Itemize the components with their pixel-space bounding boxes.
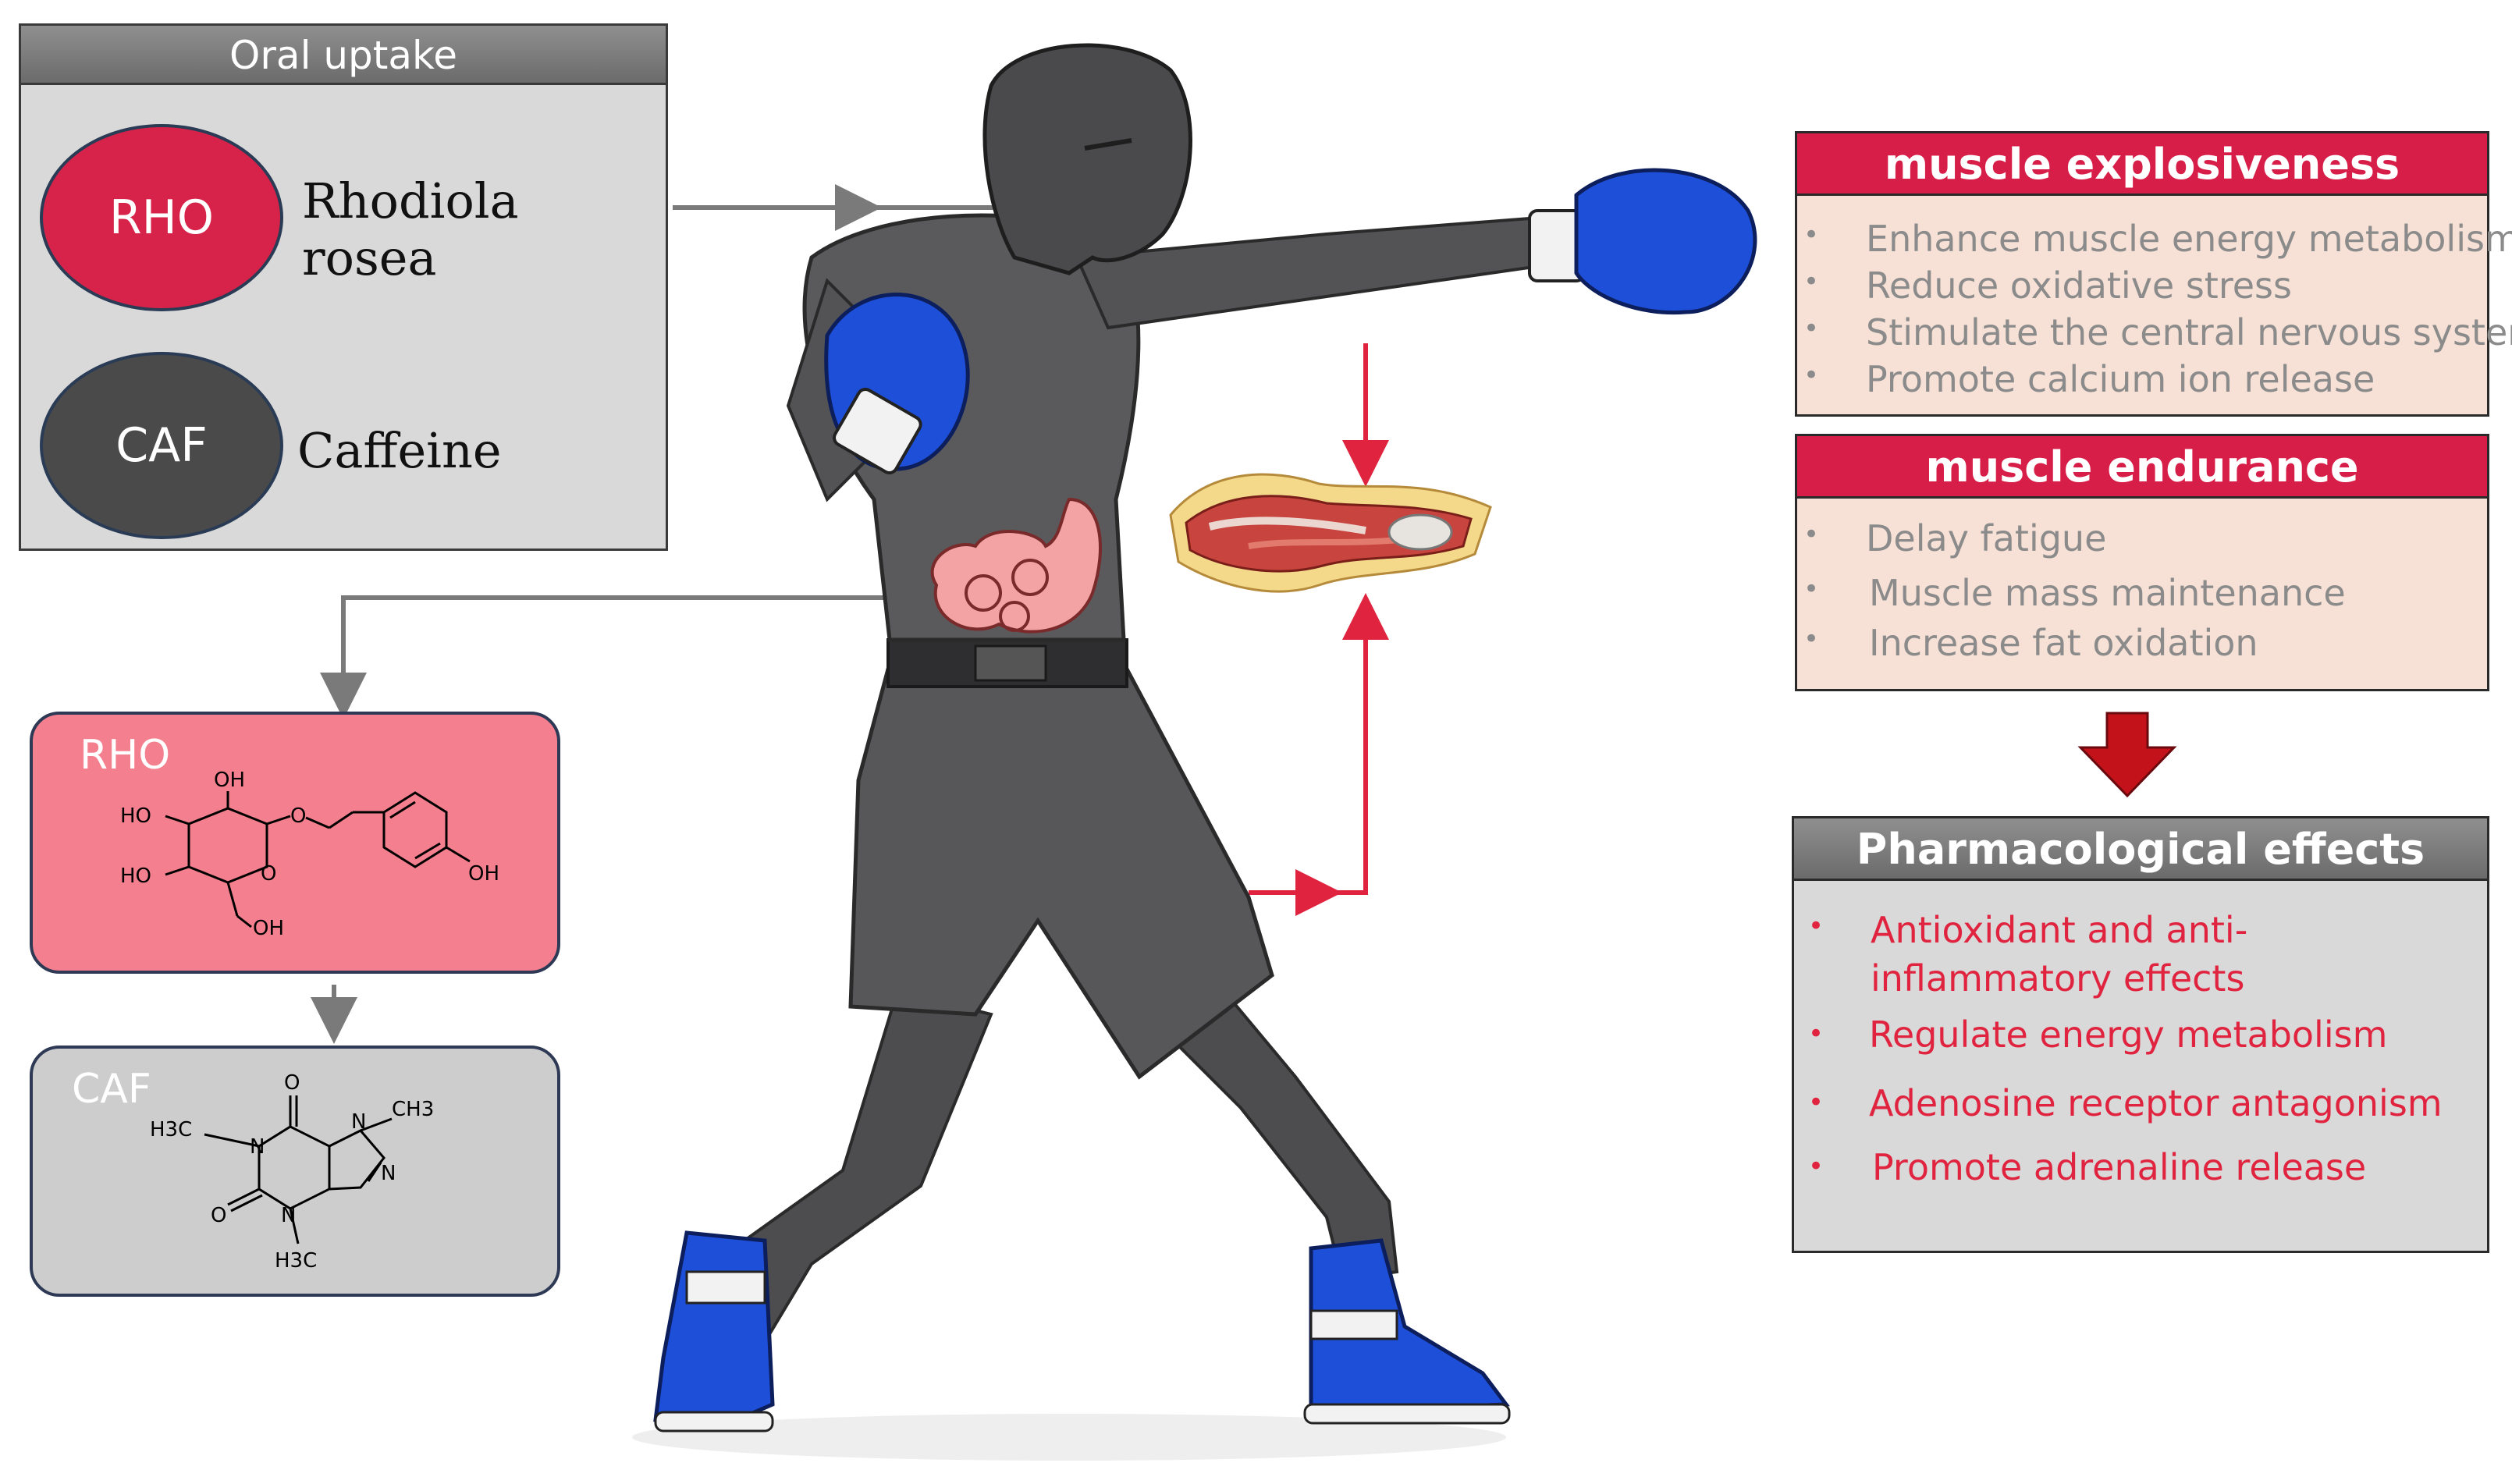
endurance-item: Muscle mass maintenance (1869, 572, 2346, 614)
bullet-icon: • (1808, 1018, 1824, 1049)
bullet-icon: • (1803, 623, 1820, 655)
muscle-explosiveness-panel: muscle explosiveness • Enhance muscle en… (1795, 131, 2512, 417)
intestine-icon (930, 497, 1102, 634)
muscle-endurance-title: muscle endurance (1797, 436, 2487, 499)
rho-atom-ring-o: O (261, 862, 276, 886)
rho-atom-phenol-oh: OH (468, 862, 499, 886)
caf-atom-n7: N (351, 1110, 366, 1134)
salidroside-structure: OH HO HO O OH O OH (120, 769, 499, 940)
bullet-icon: • (1803, 519, 1820, 550)
muscle-icon (1169, 473, 1492, 593)
arrow-gut-to-rho (320, 595, 913, 719)
explosiveness-item: Enhance muscle energy metabolism (1866, 218, 2512, 260)
rho-oval: RHO (40, 124, 283, 311)
caf-atom-n1: N (250, 1135, 265, 1159)
caf-atom-n9: N (381, 1162, 396, 1185)
explosiveness-item: Promote calcium ion release (1866, 358, 2375, 400)
down-arrow-icon (2077, 712, 2177, 798)
rho-atom-ether-o: O (290, 804, 306, 828)
explosiveness-item: Reduce oxidative stress (1866, 264, 2292, 307)
effect-item: Antioxidant and anti-inflammatory effect… (1871, 909, 2248, 999)
caf-oval: CAF (40, 352, 283, 539)
rho-atom-ho-2: HO (120, 864, 151, 888)
rhodiola-rosea-label: Rhodiola rosea (302, 172, 519, 286)
explosiveness-item: Stimulate the central nervous system (1866, 311, 2512, 353)
bullet-icon: • (1803, 313, 1820, 344)
effect-item: Regulate energy metabolism (1869, 1014, 2388, 1056)
guard-glove-icon (824, 293, 970, 474)
effect-item: Adenosine receptor antagonism (1869, 1082, 2443, 1124)
muscle-endurance-panel: muscle endurance • Delay fatigue • Muscl… (1795, 434, 2489, 691)
caf-atom-o-top: O (284, 1071, 300, 1095)
rho-atom-ho-1: HO (120, 804, 151, 828)
oral-uptake-title: Oral uptake (21, 26, 666, 85)
caf-structure-box: CAF O O N N N N H3C CH3 H3C (30, 1046, 560, 1297)
caf-atom-ch3-right: CH3 (392, 1098, 434, 1121)
caf-atom-ch3-bottom: H3C (275, 1249, 317, 1273)
bullet-icon: • (1803, 573, 1820, 605)
effect-item: Promote adrenaline release (1872, 1146, 2367, 1188)
bullet-icon: • (1803, 266, 1820, 297)
caffeine-structure: O O N N N N H3C CH3 H3C (150, 1071, 434, 1273)
bullet-icon: • (1808, 1087, 1824, 1118)
pharmacological-effects-title: Pharmacological effects (1794, 818, 2487, 881)
caf-atom-ch3-left: H3C (150, 1118, 192, 1141)
rho-atom-oh-top: OH (214, 769, 245, 792)
endurance-item: Delay fatigue (1866, 517, 2107, 559)
rho-structure-box: RHO OH HO HO O OH O OH (30, 712, 560, 974)
bullet-icon: • (1803, 360, 1820, 391)
rho-atom-oh-bottom: OH (253, 917, 284, 940)
pharmacological-effects-panel: Pharmacological effects • Antioxidant an… (1792, 816, 2489, 1253)
oral-uptake-panel: Oral uptake RHO Rhodiola rosea CAF Caffe… (19, 23, 668, 551)
endurance-item: Increase fat oxidation (1869, 622, 2258, 664)
muscle-explosiveness-title: muscle explosiveness (1797, 133, 2487, 196)
front-glove-icon (1528, 168, 1757, 315)
caf-structure-label: CAF (72, 1066, 151, 1113)
caffeine-label: Caffeine (297, 422, 502, 479)
bullet-icon: • (1808, 1151, 1824, 1182)
back-shoe-icon (653, 1230, 775, 1433)
boxer-illustration (632, 43, 1757, 1461)
bullet-icon: • (1808, 911, 1824, 942)
caf-atom-o-left: O (211, 1204, 226, 1227)
bullet-icon: • (1803, 219, 1820, 250)
caf-atom-n3: N (281, 1204, 296, 1227)
front-shoe-icon (1303, 1238, 1511, 1425)
rho-structure-label: RHO (80, 732, 171, 779)
